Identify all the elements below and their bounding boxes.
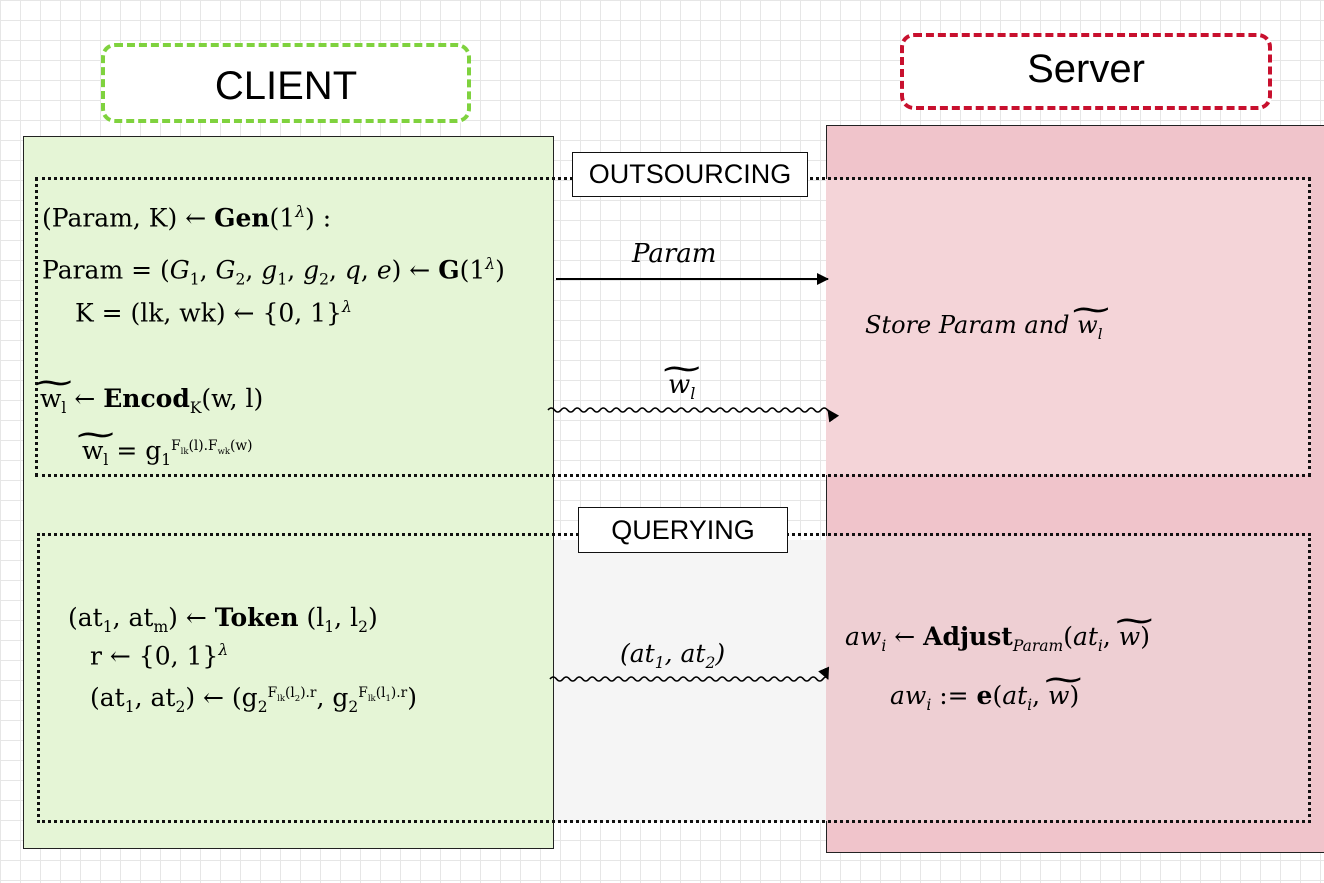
querying-label: QUERYING: [578, 507, 788, 553]
server-header: Server: [900, 33, 1272, 110]
token-arrow: [549, 666, 830, 682]
encode-line: wl ← EncodK(w, l): [40, 386, 263, 417]
client-title: CLIENT: [214, 63, 358, 108]
querying-label-text: QUERYING: [611, 514, 755, 545]
random-line: r ← {0, 1}λ: [90, 641, 229, 671]
token-line: (at1, atm) ← Token (l1, l2): [68, 603, 378, 636]
outsourcing-label: OUTSOURCING: [572, 152, 808, 197]
encoding-formula: wl = g1Flk(l).Fwk(w): [82, 438, 253, 469]
encoded-word-arrow: [547, 407, 840, 423]
token-arrow-label: (at1, at2): [620, 639, 726, 672]
token-formula: (at1, at2) ← (g2Flk(l2).r, g2Flk(l1).r): [90, 683, 417, 716]
adjust-line: awi ← AdjustParam(ati, w): [845, 624, 1150, 655]
gen-line: (Param, K) ← Gen(1λ) :: [42, 203, 332, 233]
client-panel: [23, 136, 554, 849]
encoded-word-arrow-label: wl: [668, 372, 695, 402]
pairing-line: awi := e(ati, w): [890, 683, 1079, 714]
server-store-text: Store Param and wl: [865, 313, 1102, 342]
server-title: Server: [1027, 47, 1145, 91]
param-definition: Param = (G1, G2, g1, g2, q, e) ← G(1λ): [42, 255, 505, 289]
key-definition: K = (lk, wk) ← {0, 1}λ: [75, 298, 352, 328]
param-arrow-label: Param: [632, 239, 717, 269]
client-header: CLIENT: [101, 43, 471, 123]
outsourcing-label-text: OUTSOURCING: [588, 159, 792, 189]
